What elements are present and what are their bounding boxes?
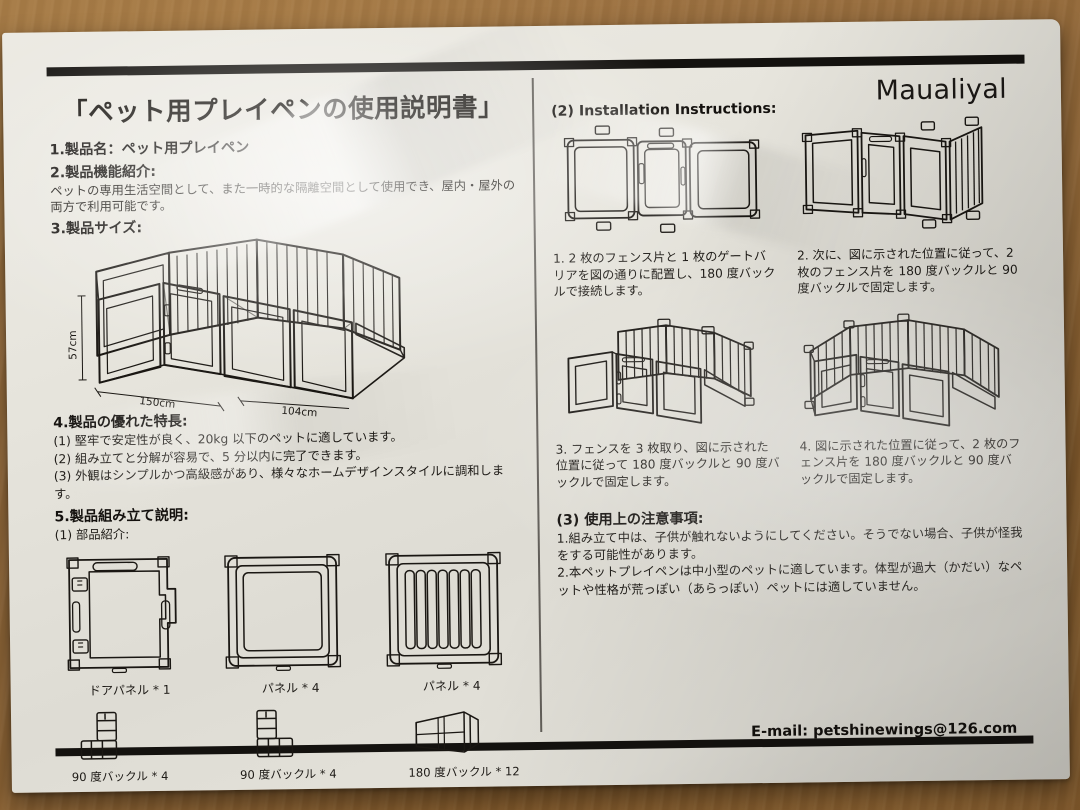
buckle-90-left: 90 度バックル * 4 bbox=[71, 710, 169, 785]
left-column: 「ペット用プレイペンの使用説明書」 1.製品名：ペット用プレイペン 2.製品機能… bbox=[49, 78, 526, 785]
part-door-panel: ドアパネル * 1 bbox=[55, 549, 203, 700]
column-divider bbox=[531, 78, 542, 732]
installation-steps: 1. 2 枚のフェンス片と 1 枚のゲートバリアを図の通りに配置し、180 度バ… bbox=[551, 115, 1024, 492]
part-solid-panel-label: パネル * 4 bbox=[261, 681, 320, 696]
step-2-figure-wrap bbox=[795, 115, 1021, 248]
playpen-isometric-drawing: 57cm 150cm 104cm bbox=[67, 238, 406, 419]
caution-item-2: 2.本ペットプレイペンは中小型のペットに適しています。体型が過大（かだい）なペッ… bbox=[557, 560, 1023, 598]
three-flat-panels-figure bbox=[563, 125, 761, 234]
dimension-height-label: 57cm bbox=[67, 330, 79, 360]
door-panel-icon bbox=[66, 556, 177, 674]
step-4-text: 4. 図に示された位置に従って、2 枚のフェンス片を 180 度バックルと 90… bbox=[799, 436, 1021, 487]
page-title: 「ペット用プレイペンの使用説明書」 bbox=[61, 92, 505, 129]
step-4-figure-wrap bbox=[798, 310, 1024, 438]
buckle-180-label: 180 度バックル * 12 bbox=[408, 764, 520, 780]
buckle-180-icon bbox=[415, 711, 479, 753]
step-1-figure-wrap bbox=[551, 118, 777, 251]
install-step-2: 2. 次に、図に示された位置に従って、2 枚のフェンス片を 180 度バックルと… bbox=[795, 115, 1021, 298]
install-step-3: 3. フェンスを 3 枚取り、図に示された位置に従って 180 度バックルと 9… bbox=[554, 314, 780, 492]
product-size-figure: 57cm 150cm 104cm bbox=[51, 234, 521, 419]
section-1-heading: 1.製品名：ペット用プレイペン bbox=[49, 139, 250, 159]
part-solid-panel: パネル * 4 bbox=[216, 546, 364, 697]
feature-item-3: (3) 外観はシンプルかつ高級感があり、様々なホームデザインスタイルに調和します… bbox=[53, 463, 505, 502]
four-panels-angled-figure bbox=[801, 116, 984, 229]
instruction-sheet: 「ペット用プレイペンの使用説明書」 1.製品名：ペット用プレイペン 2.製品機能… bbox=[2, 19, 1070, 793]
buckle-90-right-icon bbox=[256, 709, 294, 758]
buckle-90-right: 90 度バックル * 4 bbox=[239, 708, 337, 783]
step-2-text: 2. 次に、図に示された位置に従って、2 枚のフェンス片を 180 度バックルと… bbox=[796, 245, 1018, 296]
part-barred-panel-label: パネル * 4 bbox=[422, 678, 481, 694]
step-3-text: 3. フェンスを 3 枚取り、図に示された位置に従って 180 度バックルと 9… bbox=[555, 439, 780, 490]
brand-logo: Maualiyal bbox=[875, 73, 1008, 107]
buckle-90-left-label: 90 度バックル * 4 bbox=[71, 769, 169, 785]
step-1-text: 1. 2 枚のフェンス片と 1 枚のゲートバリアを図の通りに配置し、180 度バ… bbox=[552, 248, 776, 299]
install-step-1: 1. 2 枚のフェンス片と 1 枚のゲートバリアを図の通りに配置し、180 度バ… bbox=[551, 118, 777, 301]
buckle-180: 180 度バックル * 12 bbox=[408, 705, 520, 780]
contact-email: E-mail: petshinewings@126.com bbox=[750, 719, 1018, 741]
barred-panel-icon bbox=[385, 551, 503, 670]
section-2-body: ペットの専用生活空間として、また一時的な隔離空間として使用でき、屋内・屋外の両方… bbox=[50, 177, 516, 215]
solid-panel-icon bbox=[224, 554, 342, 672]
dimension-width-label: 150cm bbox=[139, 395, 176, 411]
part-barred-panel: パネル * 4 bbox=[377, 544, 525, 695]
buckle-90-left-icon bbox=[80, 712, 118, 760]
part-door-panel-label: ドアパネル * 1 bbox=[88, 683, 171, 699]
buckles-row: 90 度バックル * 4 90 度バックル * 4 bbox=[57, 705, 526, 785]
install-step-4: 4. 図に示された位置に従って、2 枚のフェンス片を 180 度バックルと 90… bbox=[798, 310, 1024, 488]
partial-enclosure-figure bbox=[567, 318, 755, 424]
step-3-figure-wrap bbox=[554, 314, 780, 442]
full-enclosure-figure bbox=[803, 313, 1000, 427]
buckle-90-right-label: 90 度バックル * 4 bbox=[240, 766, 337, 783]
right-column: Maualiyal (2) Installation Instructions: bbox=[551, 72, 1026, 740]
parts-row: ドアパネル * 1 bbox=[55, 544, 525, 699]
